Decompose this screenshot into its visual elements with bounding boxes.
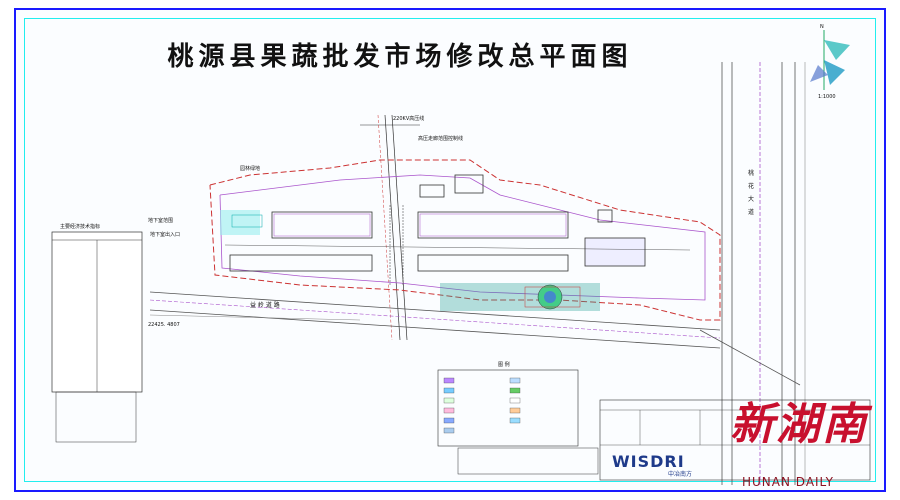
hunan-daily-watermark-en: HUNAN DAILY: [742, 475, 834, 489]
elevation-label: 22425. 4807: [148, 322, 180, 328]
internal-roads: [224, 205, 691, 285]
drawing-title: 桃源县果蔬批发市场修改总平面图: [167, 42, 633, 72]
title-block: [457, 399, 871, 481]
svg-text:N: N: [820, 24, 824, 30]
area-label-1: 地下室范围: [148, 217, 173, 224]
area-label-3: 地下室出入口: [150, 231, 180, 238]
road-label-v1: 桃: [748, 169, 754, 177]
road-label-v4: 道: [748, 208, 754, 216]
market-buildings: [229, 174, 646, 272]
stats-table-title: 主要经济技术指标: [60, 223, 100, 230]
legend-block: [437, 369, 579, 447]
underground-area: [220, 210, 263, 235]
site-boundary: [209, 159, 721, 321]
notes-block: [55, 391, 137, 443]
drawing-inner-border: [24, 18, 876, 482]
legend-title: 图 例: [498, 361, 510, 368]
south-road-label: 益 岭 道 路: [250, 301, 280, 309]
scale-label: 1:1000: [818, 94, 836, 100]
corridor-label: 高压走廊范围控制线: [418, 135, 463, 142]
garden-plaza: [440, 283, 600, 311]
wisdri-logo-sub: 中冶南方: [668, 471, 693, 478]
road-label-v2: 花: [748, 182, 754, 190]
stats-table: [51, 231, 143, 393]
wisdri-logo: WISDRI: [612, 452, 685, 471]
road-label-v3: 大: [748, 195, 754, 203]
north-arrow-icon: N: [810, 24, 850, 90]
south-road: [149, 291, 801, 386]
power-line-label: 220KV高压线: [393, 115, 424, 122]
hunan-daily-watermark: 新湖南: [730, 399, 868, 450]
vertical-road: [721, 62, 806, 485]
power-corridor: [360, 114, 420, 341]
area-label-2: 园林绿地: [240, 165, 260, 172]
